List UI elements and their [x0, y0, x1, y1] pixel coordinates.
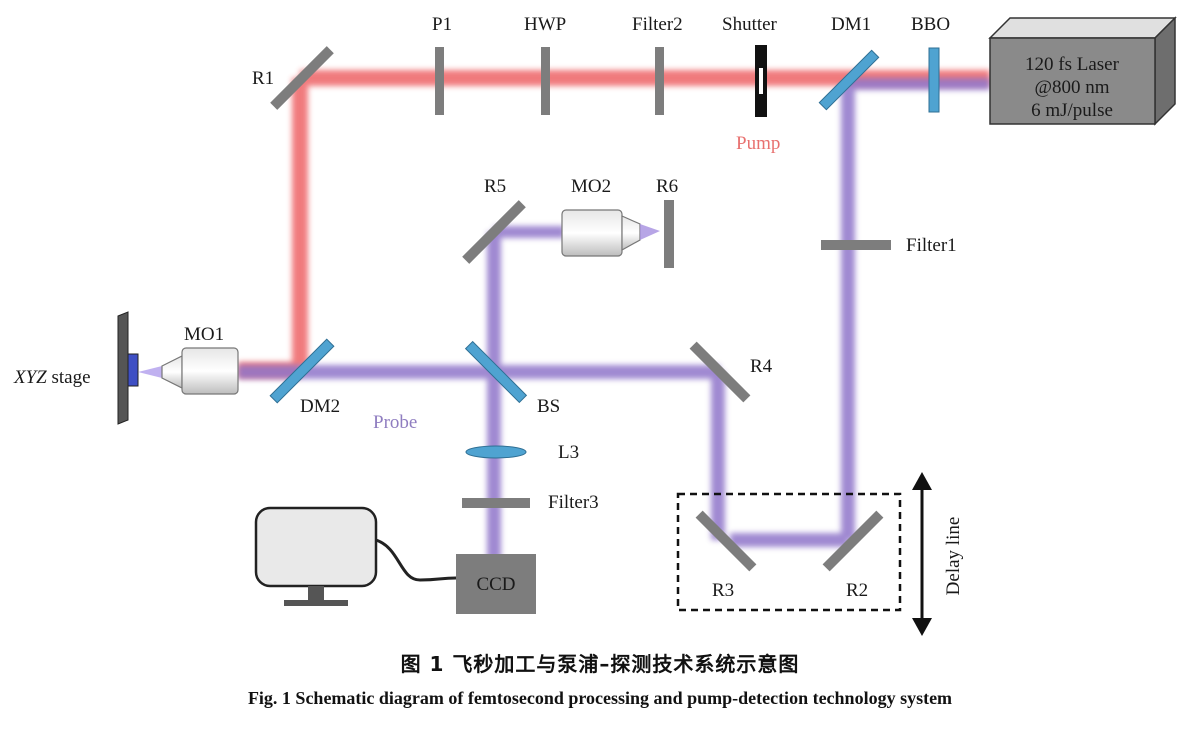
bbo-crystal [928, 47, 940, 113]
label-r1: R1 [252, 68, 274, 89]
lens-l3 [465, 445, 527, 459]
laser-line-1: 120 fs Laser [1025, 54, 1120, 75]
dichroic-mirror-dm2 [269, 338, 335, 404]
label-xyz-stage: XYZ stage [13, 367, 91, 388]
label-delay-line: Delay line [943, 517, 964, 596]
label-l3: L3 [558, 442, 579, 463]
label-p1: P1 [432, 14, 452, 35]
probe-beam [238, 78, 990, 560]
delay-line-box [676, 492, 902, 612]
label-xyz-italic: XYZ [13, 367, 47, 388]
mirror-r3 [695, 510, 757, 572]
label-filter2: Filter2 [632, 14, 683, 35]
label-pump: Pump [736, 133, 780, 154]
polarizer-p1 [435, 47, 444, 115]
label-r4: R4 [750, 356, 773, 377]
label-shutter: Shutter [722, 14, 778, 35]
filter3-plate [462, 498, 530, 508]
label-filter3: Filter3 [548, 492, 599, 513]
monitor [254, 506, 457, 606]
label-mo1: MO1 [184, 324, 224, 345]
label-dm2: DM2 [300, 396, 340, 417]
label-r3: R3 [712, 580, 734, 601]
caption-chinese: 图 1 飞秒加工与泵浦–探测技术系统示意图 [400, 652, 800, 676]
dichroic-mirror-dm1 [818, 49, 880, 111]
label-probe: Probe [373, 412, 417, 433]
laser-line-3: 6 mJ/pulse [1031, 100, 1113, 121]
objective-mo2 [561, 209, 660, 257]
mirror-r6 [664, 200, 674, 268]
filter2-plate [655, 47, 664, 115]
label-filter1: Filter1 [906, 235, 957, 256]
beam-splitter-bs [464, 340, 528, 404]
xyz-stage [117, 311, 162, 425]
label-r2: R2 [846, 580, 868, 601]
label-bs: BS [537, 396, 560, 417]
label-dm1: DM1 [831, 14, 871, 35]
objective-mo1 [161, 347, 239, 395]
shutter [755, 45, 767, 117]
delay-line-arrow [912, 472, 932, 636]
mirror-r4 [689, 341, 751, 403]
half-wave-plate [541, 47, 550, 115]
label-mo2: MO2 [571, 176, 611, 197]
caption-english: Fig. 1 Schematic diagram of femtosecond … [247, 688, 953, 708]
ccd-camera [456, 554, 536, 614]
mirror-r1 [270, 46, 334, 110]
label-stage-word: stage [47, 367, 91, 388]
label-hwp: HWP [524, 14, 566, 35]
mirror-r2 [822, 510, 884, 572]
label-ccd: CCD [476, 574, 515, 595]
femtosecond-laser [988, 16, 1177, 126]
filter1-plate [821, 240, 891, 250]
label-bbo: BBO [911, 14, 950, 35]
label-r5: R5 [484, 176, 506, 197]
mirror-r5 [462, 200, 526, 264]
label-r6: R6 [656, 176, 678, 197]
laser-line-2: @800 nm [1034, 77, 1109, 98]
